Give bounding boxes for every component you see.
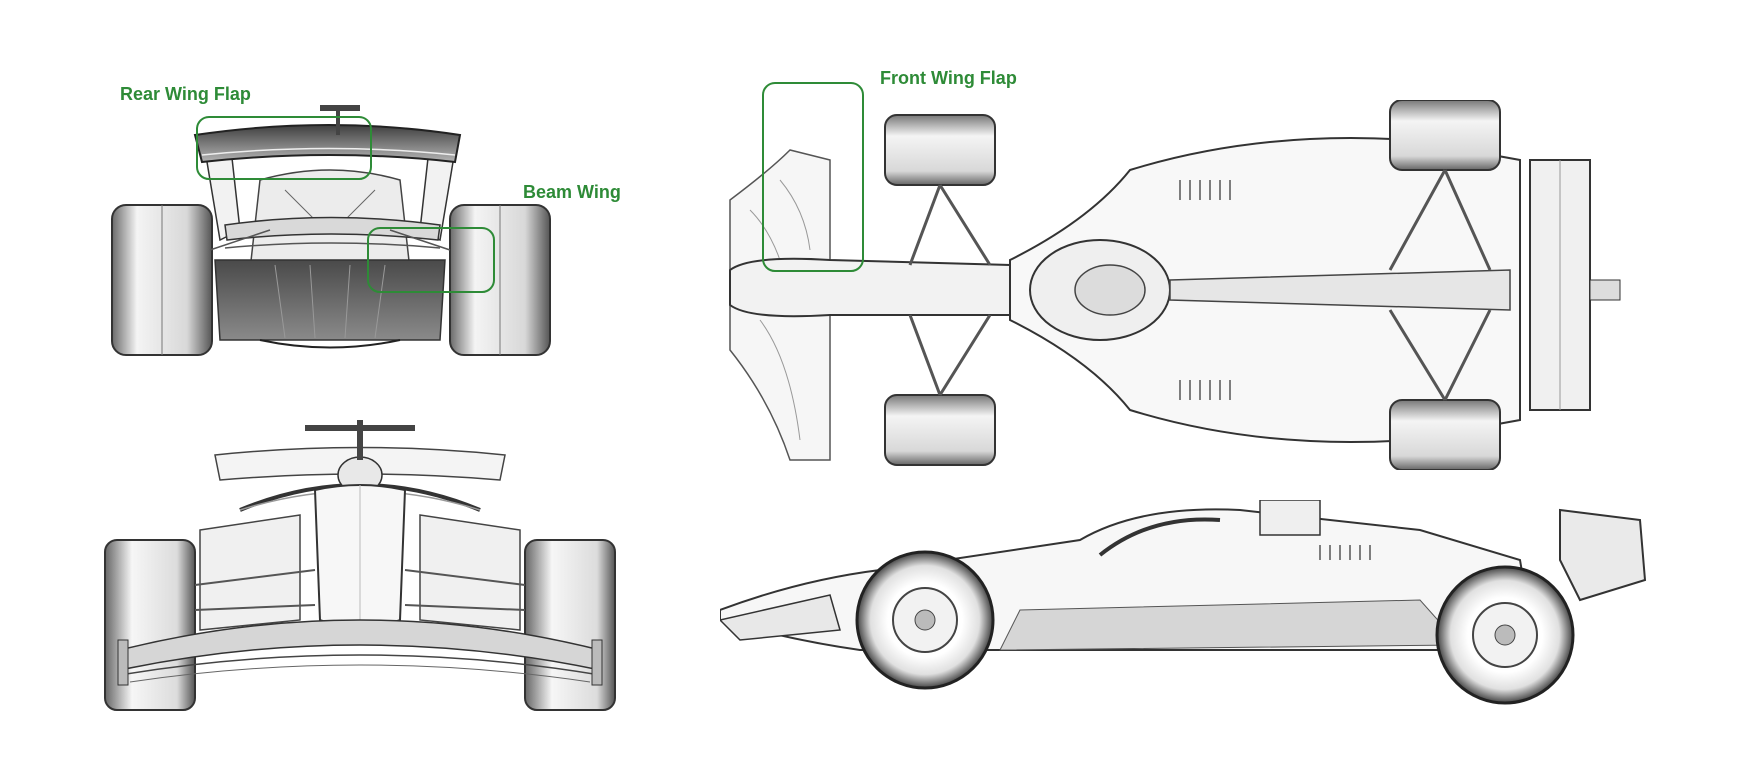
beam-wing-highlight bbox=[367, 227, 495, 293]
front-wing-flap-highlight bbox=[762, 82, 864, 272]
rear-wing bbox=[193, 124, 462, 164]
front-view bbox=[100, 420, 630, 720]
side-front-wing bbox=[720, 594, 841, 641]
rear-view bbox=[110, 100, 630, 400]
beam-wing-label: Beam Wing bbox=[523, 182, 621, 202]
top-rear-right-tyre bbox=[1389, 399, 1501, 470]
rear-wing-flap-highlight bbox=[196, 116, 372, 180]
top-front-left-tyre bbox=[884, 114, 996, 186]
side-rear-wing bbox=[1559, 508, 1647, 602]
rear-wing-flap-label: Rear Wing Flap bbox=[120, 84, 251, 104]
top-front-right-tyre bbox=[884, 394, 996, 466]
beam-wing bbox=[224, 216, 441, 241]
side-view bbox=[720, 500, 1690, 720]
top-rear-left-tyre bbox=[1389, 100, 1501, 171]
front-wing-flap-label: Front Wing Flap bbox=[880, 68, 1017, 88]
top-view bbox=[710, 100, 1690, 470]
